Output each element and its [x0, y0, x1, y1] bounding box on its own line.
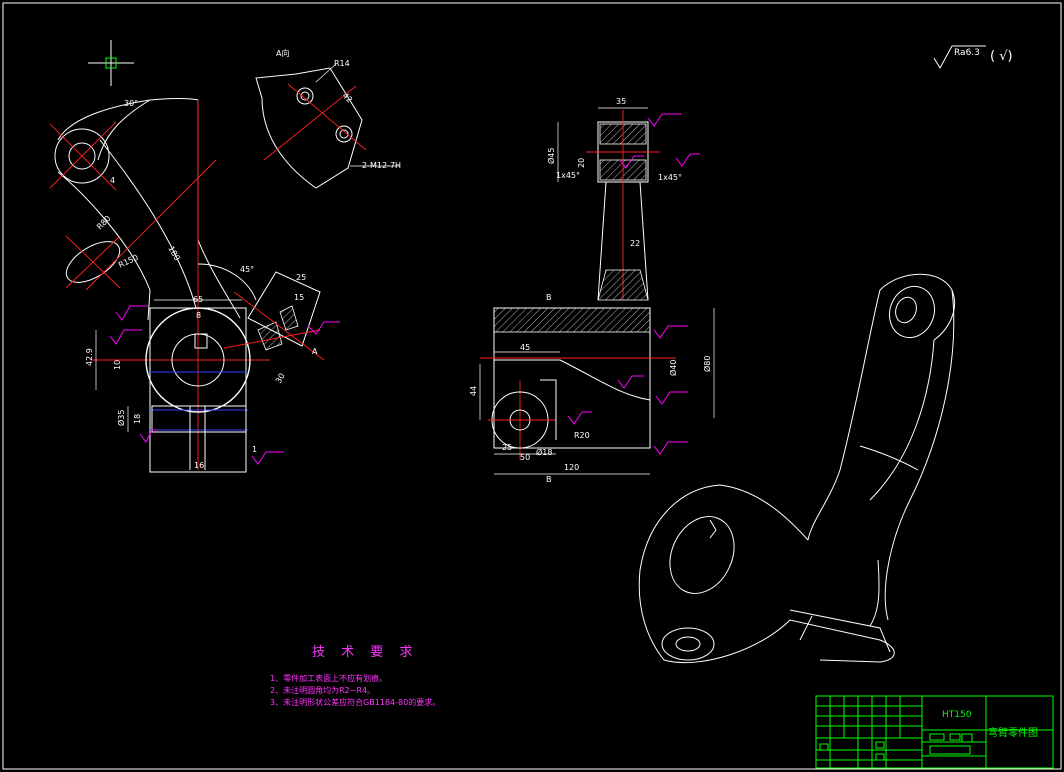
title-block: HT150 弯臂零件图 — [815, 695, 1054, 769]
section-label-b-top: B — [546, 293, 552, 302]
dim-4: 4 — [110, 176, 115, 185]
upper-boss-inner — [68, 142, 96, 170]
dim-65: 65 — [193, 295, 203, 304]
dim-front-dia-40: Ø40 — [668, 360, 678, 376]
dim-42: 42 — [341, 91, 355, 105]
tech-req-item-3: 3、未注明形状公差应符合GB1184-80的要求。 — [270, 697, 440, 707]
dim-front-45: 45 — [520, 343, 530, 352]
dim-180: 180 — [166, 245, 181, 263]
dim-r14: R14 — [334, 59, 350, 68]
dim-r80: R80 — [95, 214, 113, 232]
dim-angle-45: 45° — [240, 265, 254, 274]
roughness-value: Ra6.3 — [954, 48, 980, 58]
dim-front-22: 22 — [630, 239, 640, 248]
dim-front-44: 44 — [469, 386, 478, 396]
dim-front-50: 50 — [520, 453, 530, 462]
dim-1: 1 — [252, 445, 257, 454]
section-label-a: A — [312, 347, 318, 356]
dim-16: 16 — [194, 461, 204, 470]
title-block-drawing-name: 弯臂零件图 — [988, 726, 1038, 739]
dim-8: 8 — [196, 311, 201, 320]
tech-req-item-2: 2、未注明圆角均为R2~R4。 — [270, 685, 375, 695]
left-view: 30° 4 R80 180 R150 45° 25 15 65 8 42.9 1… — [49, 98, 340, 473]
tech-req-title: 技 术 要 求 — [312, 645, 418, 660]
roughness-symbol: Ra6.3 ( √) — [933, 45, 1013, 70]
a-view-label: A向 — [276, 48, 289, 58]
main-hub-outer — [145, 307, 251, 413]
dim-18: 18 — [133, 414, 142, 424]
dim-chamfer-left: 1x45° — [556, 171, 580, 180]
isometric-view — [638, 273, 956, 664]
dim-front-dia-45: Ø45 — [546, 148, 556, 164]
dim-dia-35: Ø35 — [116, 410, 126, 426]
dim-42-9: 42.9 — [85, 348, 94, 366]
upper-boss-outer — [54, 128, 110, 184]
dim-front-20: 20 — [577, 158, 586, 168]
dim-thread: 2-M12-7H — [362, 161, 401, 170]
front-view: 35 Ø45 20 1x45° 1x45° 22 45 Ø40 Ø80 44 R… — [469, 97, 715, 484]
tech-requirements: 技 术 要 求 1、零件加工表面上不应有划痕。 2、未注明圆角均为R2~R4。 … — [270, 645, 440, 707]
a-view-detail: A向 R14 42 2-M12-7H — [255, 48, 401, 189]
dim-chamfer-right: 1x45° — [658, 173, 682, 182]
section-label-b-bottom: B — [546, 475, 552, 484]
dim-front-35: 35 — [616, 97, 626, 106]
title-block-material: HT150 — [942, 710, 972, 720]
dim-front-r20: R20 — [574, 431, 590, 440]
dim-front-25: 25 — [502, 443, 512, 452]
dim-front-dia-80: Ø80 — [702, 356, 712, 372]
dim-25: 25 — [296, 273, 306, 282]
dim-front-120: 120 — [564, 463, 579, 472]
crosshair-cursor-icon — [88, 40, 134, 86]
dim-front-dia-18: Ø18 — [536, 447, 552, 457]
dim-15: 15 — [294, 293, 304, 302]
dim-10: 10 — [113, 360, 122, 370]
dim-30: 30 — [274, 372, 287, 385]
tech-req-item-1: 1、零件加工表面上不应有划痕。 — [270, 673, 387, 683]
dim-angle-30: 30° — [124, 99, 138, 108]
roughness-paren: ( √) — [990, 49, 1013, 64]
